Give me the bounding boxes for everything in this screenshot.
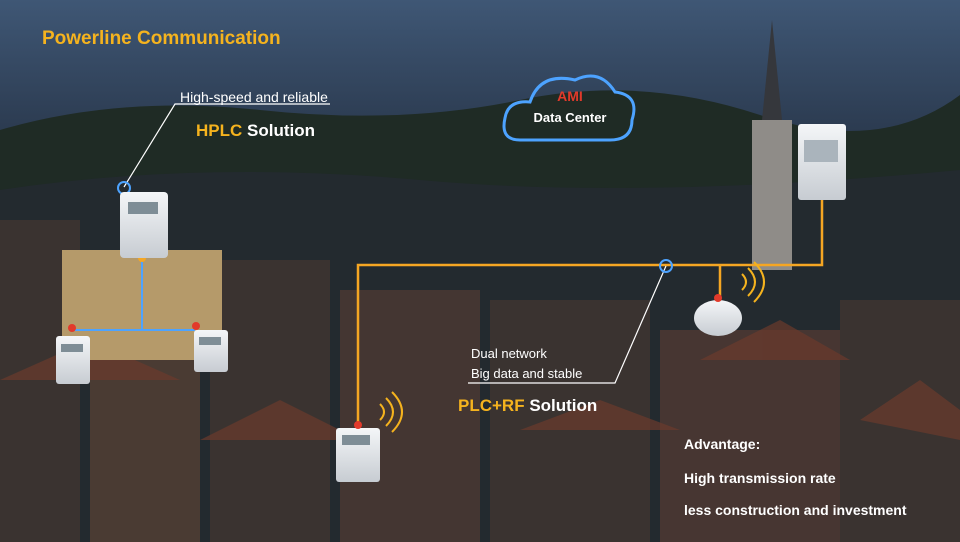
page-title: Powerline Communication — [42, 28, 281, 49]
advantage-item: less construction and investment — [684, 502, 907, 518]
cloud-icon — [502, 74, 636, 142]
hplc-meter-icon — [120, 192, 168, 258]
hplc-suffix: Solution — [242, 121, 315, 140]
meter-right-icon — [192, 322, 228, 372]
advantage-heading: Advantage: — [684, 436, 761, 452]
plcrf-feature-2: Big data and stable — [471, 366, 583, 381]
wifi-signal-icon — [741, 261, 765, 303]
plcrf-feature-1: Dual network — [471, 346, 547, 361]
church-spire — [762, 20, 782, 120]
plc-link-lines — [356, 200, 824, 430]
plcrf-node-icon — [659, 259, 673, 273]
advantage-item: High transmission rate — [684, 470, 836, 486]
cloud-ami-label: AMI — [557, 88, 583, 104]
plcrf-highlight: PLC+RF — [458, 396, 525, 415]
rooftops — [0, 220, 960, 542]
church-tower — [752, 120, 792, 270]
plcrf-solution-label: PLC+RF Solution — [458, 396, 597, 416]
callout-lines — [123, 103, 667, 384]
plcrf-suffix: Solution — [524, 396, 598, 415]
concentrator-icon — [798, 124, 846, 200]
hplc-highlight: HPLC — [196, 121, 243, 140]
meter-left-icon — [56, 324, 90, 384]
cloud-datacenter-label: Data Center — [533, 110, 607, 125]
hplc-link-lines — [72, 258, 195, 331]
wifi-signal-meter-icon — [379, 391, 403, 433]
hplc-solution-label: HPLC Solution — [196, 121, 315, 141]
rf-module-icon — [694, 294, 742, 336]
plcrf-meter-icon — [336, 421, 380, 482]
hplc-tagline: High-speed and reliable — [180, 89, 328, 105]
